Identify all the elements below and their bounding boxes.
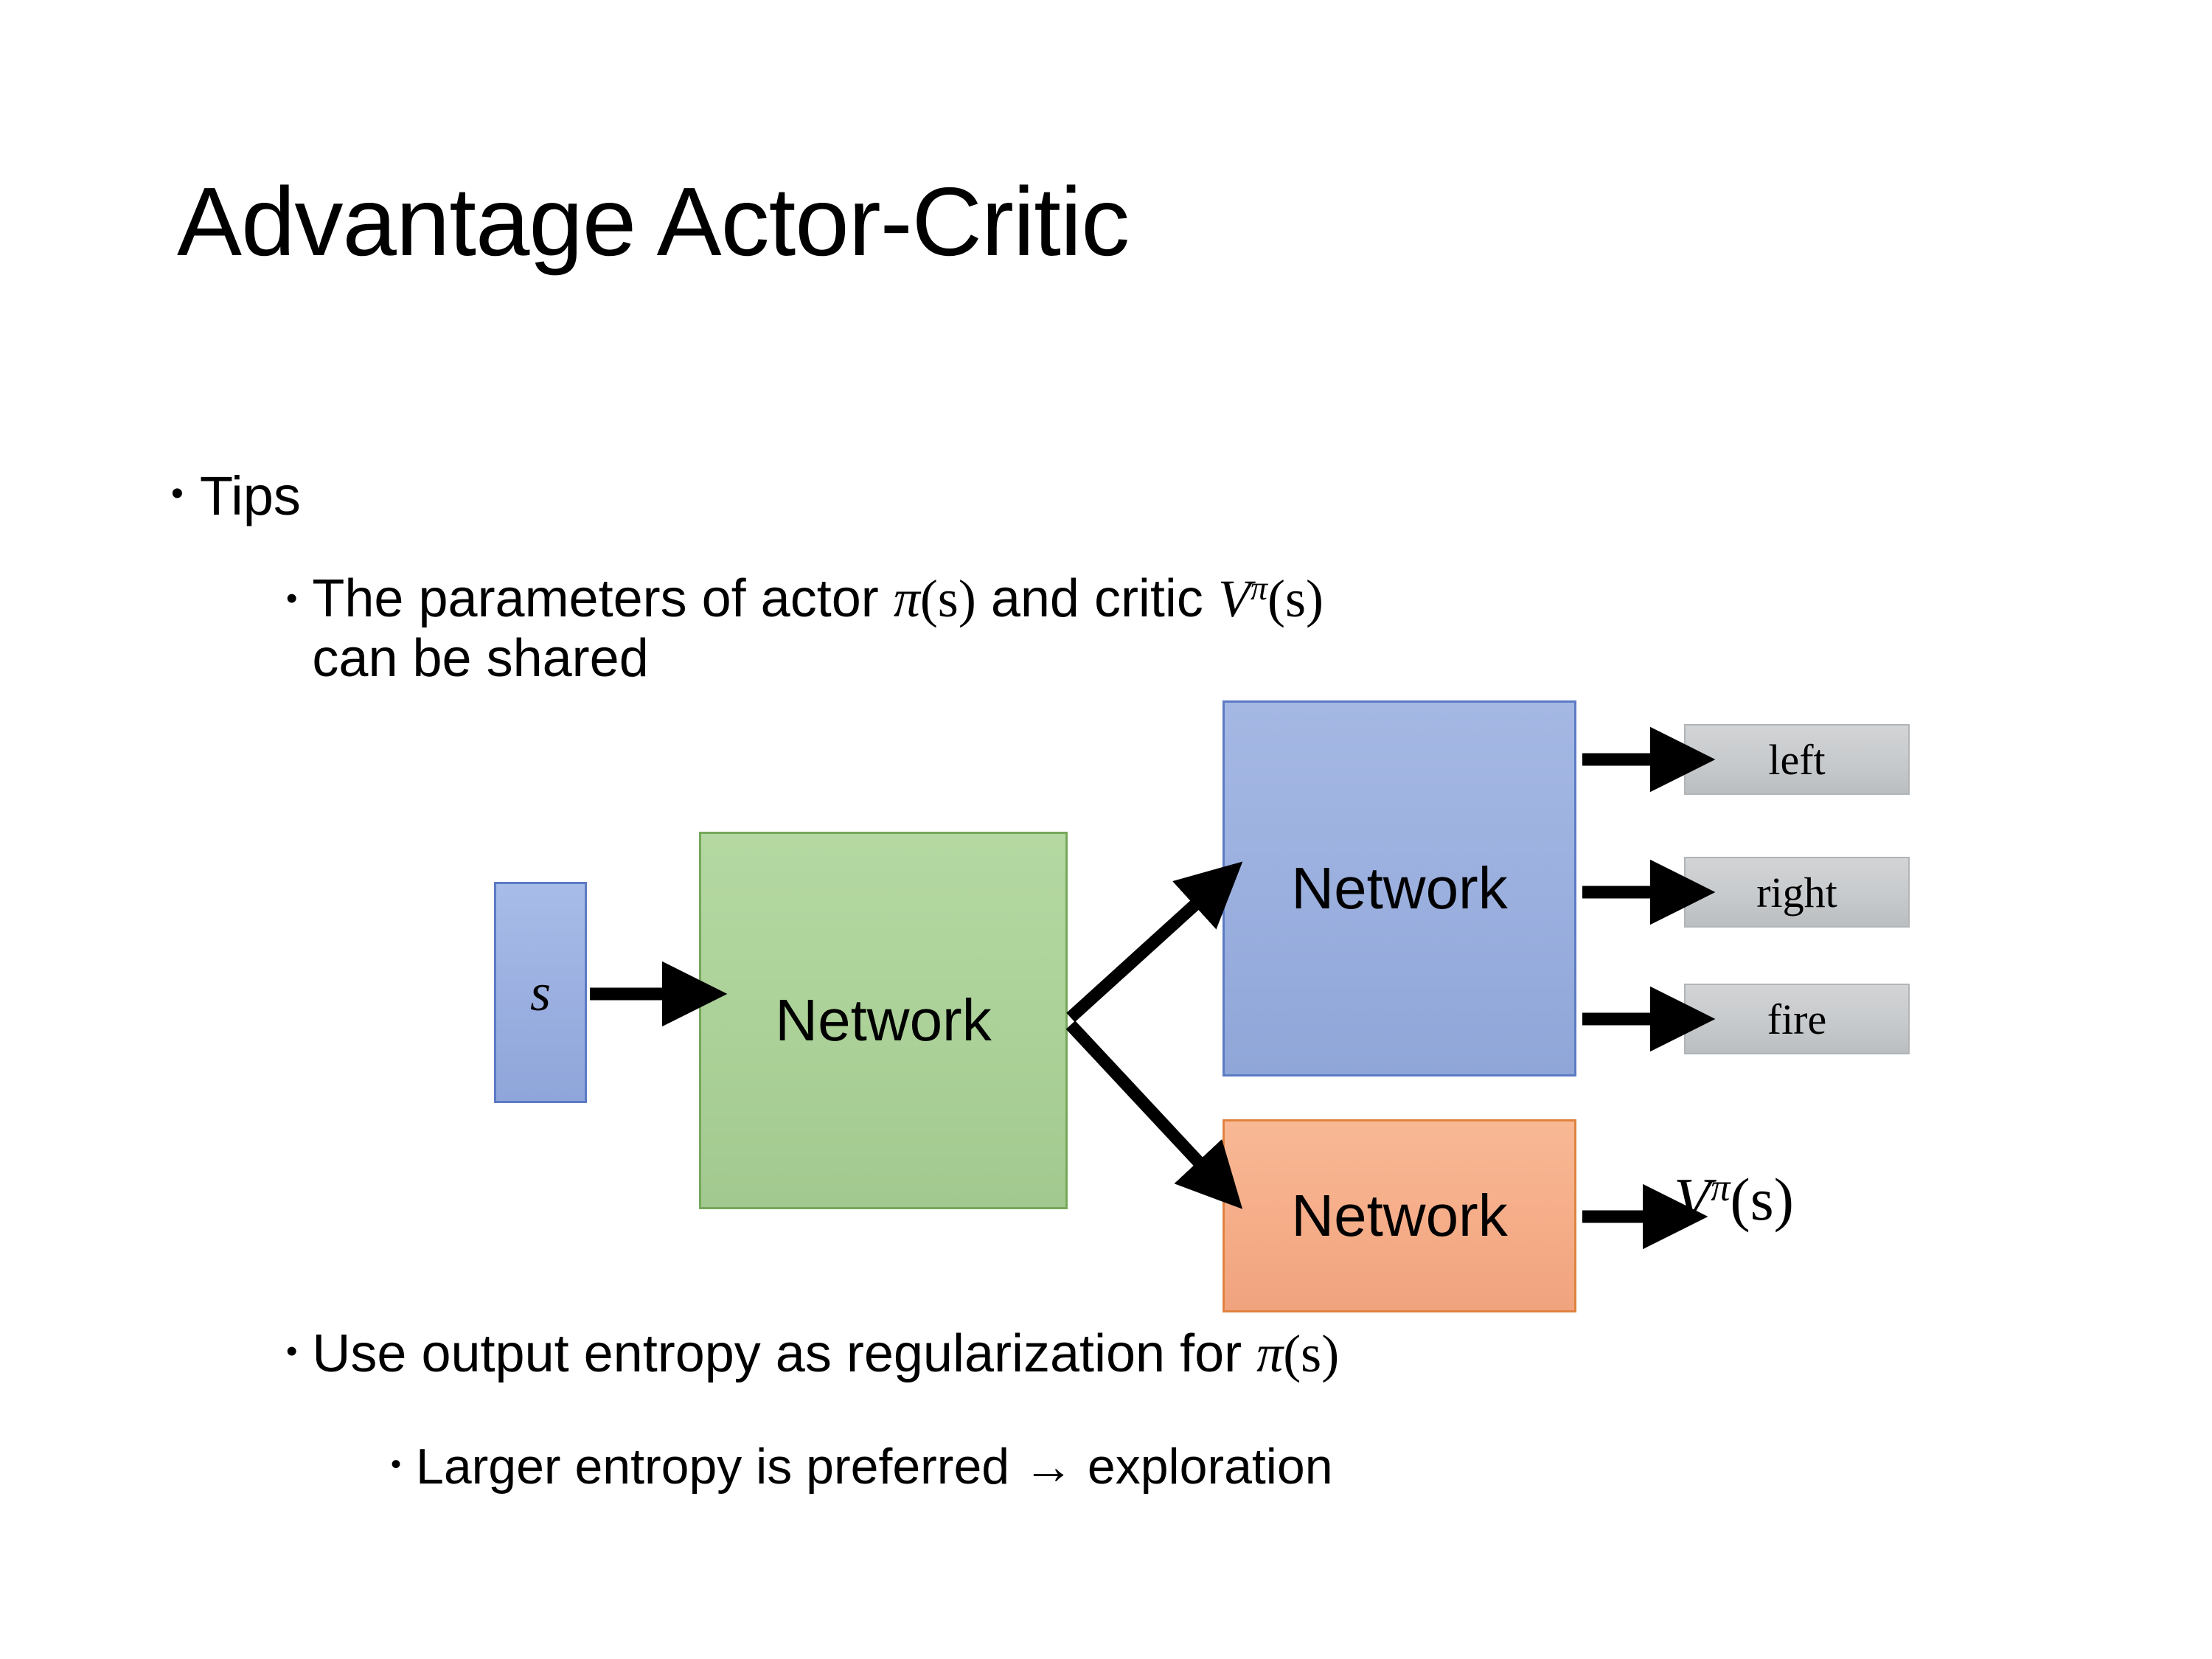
action-output-fire: fire: [1684, 984, 1910, 1054]
critic-network-label: Network: [1291, 1183, 1508, 1248]
state-label: s: [529, 962, 552, 1022]
v-superscript-pi: π: [1250, 569, 1268, 607]
bullet-entropy-regularization: • Use output entropy as regularization f…: [286, 1324, 1339, 1385]
bullet-larger-entropy: • Larger entropy is preferred → explorat…: [391, 1438, 1333, 1495]
actor-network-label: Network: [1291, 855, 1508, 921]
bullet-shared-parameters: • The parameters of actor π(s) and criti…: [286, 569, 2019, 688]
pi-argument: (s): [1283, 1324, 1340, 1383]
actor-network-box: Network: [1222, 700, 1576, 1077]
bullet-tips-label: Tips: [199, 465, 301, 526]
bullet-tips: • Tips: [171, 465, 301, 527]
bullet-marker: •: [286, 580, 298, 616]
page-title: Advantage Actor-Critic: [177, 167, 1130, 276]
action-output-left-label: left: [1768, 735, 1826, 784]
arrow-shared-to-actor: [1066, 861, 1243, 1023]
action-output-right-label: right: [1756, 868, 1837, 917]
shared-network-label: Network: [775, 987, 992, 1053]
critic-network-box: Network: [1222, 1119, 1576, 1312]
shared-text-between: and critic: [975, 569, 1218, 629]
bullet-entropy-text: Use output entropy as regularization for…: [312, 1324, 1339, 1385]
entropy-text-lead: Use output entropy as regularization for: [312, 1324, 1257, 1383]
bullet-marker: •: [391, 1448, 402, 1481]
critic-output-label: Vπ(s): [1674, 1165, 1794, 1234]
shared-text-line2: can be shared: [312, 628, 649, 688]
action-output-left: left: [1684, 724, 1910, 795]
critic-v-superscript-pi: π: [1711, 1166, 1731, 1209]
bullet-marker: •: [286, 1333, 298, 1369]
pi-argument: (s): [919, 569, 976, 629]
bullet-marker: •: [171, 474, 184, 513]
pi-symbol: π: [1256, 1324, 1284, 1383]
shared-text-lead: The parameters of actor: [312, 569, 894, 629]
critic-v-symbol: V: [1674, 1166, 1711, 1233]
pi-symbol: π: [893, 569, 920, 629]
bullet-shared-parameters-text: The parameters of actor π(s) and critic …: [312, 569, 1324, 688]
action-output-fire-label: fire: [1767, 995, 1827, 1043]
bullet-larger-entropy-label: Larger entropy is preferred → exploratio…: [416, 1439, 1333, 1495]
v-argument: (s): [1267, 569, 1324, 629]
arrow-shared-to-critic: [1065, 1020, 1243, 1209]
action-output-right: right: [1684, 857, 1910, 928]
critic-v-argument: (s): [1730, 1166, 1794, 1233]
v-symbol: V: [1217, 569, 1251, 629]
shared-network-box: Network: [699, 832, 1068, 1209]
state-input-box: s: [494, 882, 587, 1103]
